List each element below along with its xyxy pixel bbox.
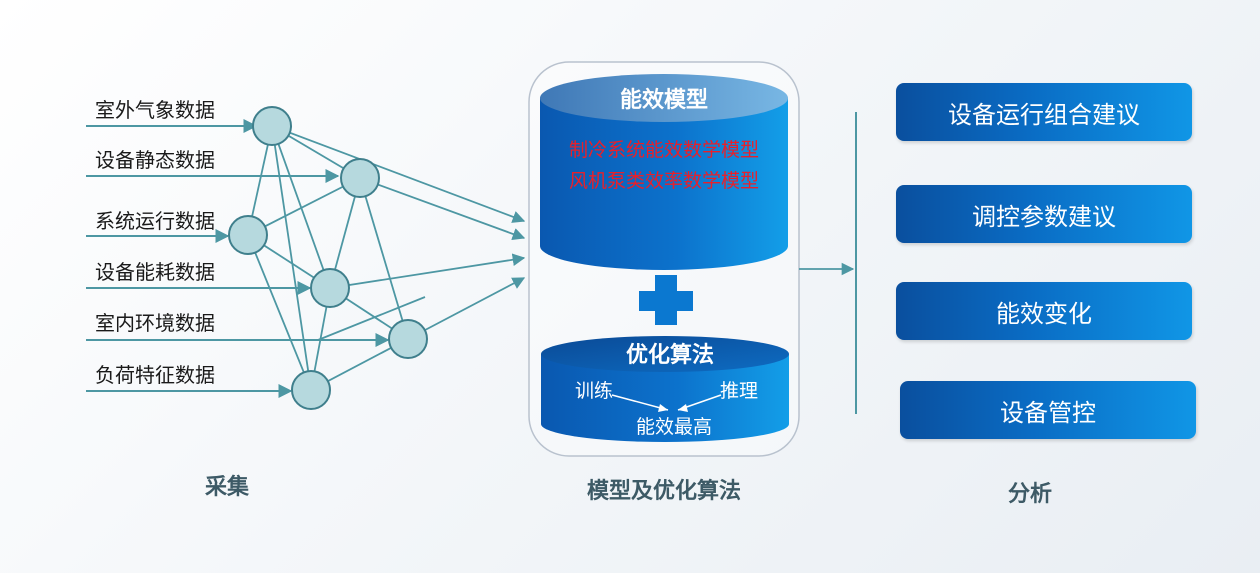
network-edges — [247, 125, 426, 391]
input-lines — [86, 119, 390, 398]
network-node — [291, 370, 331, 410]
model-title: 能效模型 — [620, 87, 708, 113]
input-label: 系统运行数据 — [95, 209, 215, 233]
input-label: 负荷特征数据 — [95, 363, 215, 387]
section-label-model: 模型及优化算法 — [587, 478, 741, 504]
infer-arrowhead — [678, 404, 688, 412]
network-node — [388, 319, 428, 359]
input-label: 设备静态数据 — [95, 148, 215, 172]
infer-label: 推理 — [720, 380, 758, 402]
result-label: 能效最高 — [636, 416, 712, 438]
input-label: 设备能耗数据 — [95, 260, 215, 284]
model-item: 制冷系统能效数学模型 — [569, 139, 759, 161]
algorithm-title: 优化算法 — [626, 342, 714, 368]
network-nodes — [228, 106, 428, 410]
network-node — [228, 215, 268, 255]
output-box: 设备运行组合建议 — [896, 83, 1192, 141]
model-item: 风机泵类效率数学模型 — [569, 170, 759, 192]
plus-icon — [639, 275, 693, 325]
energy-model-cylinder: 能效模型 制冷系统能效数学模型 风机泵类效率数学模型 — [540, 74, 788, 270]
optimization-cylinder: 优化算法 训练 推理 能效最高 — [541, 336, 789, 442]
network-output-arrows — [271, 125, 526, 340]
output-box: 能效变化 — [896, 282, 1192, 340]
network-node — [252, 106, 292, 146]
network-node — [340, 158, 380, 198]
train-arrow — [611, 394, 669, 411]
input-label: 室外气象数据 — [95, 98, 215, 122]
train-arrowhead — [658, 404, 668, 412]
section-label-collect: 采集 — [205, 474, 250, 500]
output-box: 设备管控 — [900, 381, 1196, 439]
section-label-analyze: 分析 — [1008, 482, 1052, 507]
input-labels: 室外气象数据 设备静态数据 系统运行数据 设备能耗数据 室内环境数据 负荷特征数… — [95, 98, 215, 387]
train-label: 训练 — [575, 380, 613, 402]
input-label: 室内环境数据 — [95, 311, 215, 335]
network-node — [310, 268, 350, 308]
output-box: 调控参数建议 — [896, 185, 1192, 243]
